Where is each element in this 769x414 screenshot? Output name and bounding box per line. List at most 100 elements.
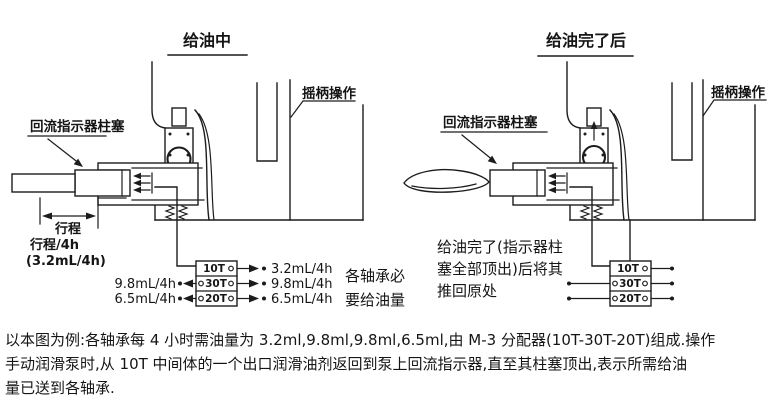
flow-lines bbox=[140, 175, 151, 191]
crank-operation-label: 摇柄操作 bbox=[302, 85, 356, 102]
valve-stem bbox=[171, 107, 187, 127]
output-arrow-icon bbox=[249, 279, 259, 288]
right-diagram-title: 给油完了后 bbox=[546, 31, 626, 50]
flow-arrow-icon bbox=[548, 172, 556, 180]
caption-line2: 手动润滑泵时,从 10T 中间体的一个出口润滑油剂返回到泵上回流指示器,直至其柱… bbox=[5, 355, 687, 373]
flow-arrow-icon bbox=[133, 179, 141, 187]
pointer-arrow-icon bbox=[487, 155, 497, 164]
flow-arrow-icon bbox=[133, 172, 141, 180]
port-hole-icon bbox=[642, 295, 648, 302]
completion-note: 给油完了(指示器柱 塞全部顶出)后将其 推回原处 bbox=[437, 238, 563, 300]
stroke-label: 行程 bbox=[54, 221, 81, 237]
left-plunger-assembly bbox=[11, 162, 205, 206]
left-diagram: 给油中 bbox=[11, 31, 405, 309]
output-dot-icon bbox=[262, 266, 266, 271]
port-hole-icon bbox=[198, 280, 204, 287]
line-dot-icon bbox=[670, 296, 674, 301]
pump-left-wall bbox=[566, 61, 581, 129]
leader-line bbox=[290, 100, 356, 118]
right-outlet-pipe bbox=[569, 186, 611, 267]
output-dot-icon bbox=[178, 296, 182, 301]
flow-lines bbox=[555, 175, 566, 191]
line-dot-icon bbox=[567, 281, 571, 286]
finger-outline bbox=[403, 168, 490, 193]
crank-handle-tube bbox=[256, 82, 278, 162]
port-hole-icon bbox=[612, 295, 618, 302]
output-value: 9.8mL/4h bbox=[115, 277, 176, 292]
pointer-arrow-icon bbox=[73, 158, 83, 167]
stroke-dimension-group: 行程 行程/4h (3.2mL/4h) bbox=[26, 197, 106, 269]
port-hole-icon bbox=[228, 295, 234, 302]
port-30t-label: 30T bbox=[619, 278, 642, 290]
output-arrow-icon bbox=[183, 294, 193, 303]
port-hole-icon bbox=[228, 265, 234, 272]
line-dot-icon bbox=[670, 281, 674, 286]
flow-arrow-icon bbox=[548, 179, 556, 187]
port-10t-label: 10T bbox=[617, 263, 640, 275]
port-hole-icon bbox=[198, 295, 204, 302]
pump-right-contour-inner bbox=[613, 113, 630, 221]
port-20t-label: 20T bbox=[205, 293, 228, 305]
leader-line bbox=[702, 99, 767, 117]
output-value: 6.5mL/4h bbox=[115, 292, 176, 307]
output-value: 6.5mL/4h bbox=[271, 292, 332, 307]
output-dot-icon bbox=[262, 281, 266, 286]
spring-icon bbox=[579, 205, 591, 220]
line-dot-icon bbox=[670, 266, 674, 271]
spring-icon bbox=[164, 205, 176, 220]
note-line2: 塞全部顶出)后将其 bbox=[437, 260, 563, 278]
pump-left-wall bbox=[151, 61, 166, 129]
output-value: 3.2mL/4h bbox=[271, 262, 332, 277]
left-distributor: 10T 30T 20T bbox=[195, 260, 238, 307]
port-hole-icon bbox=[228, 280, 234, 287]
flow-arrow-icon bbox=[133, 186, 141, 194]
pointer-line bbox=[461, 134, 495, 162]
indicator-plunger bbox=[489, 169, 546, 197]
bolt-dot-icon bbox=[601, 132, 605, 136]
port-30t-label: 30T bbox=[205, 278, 228, 290]
up-flow-arrow-icon bbox=[590, 121, 598, 129]
left-diagram-title: 给油中 bbox=[183, 31, 231, 50]
pump-right-contour-outer bbox=[194, 109, 210, 221]
pointer-line bbox=[47, 138, 81, 165]
left-check-valve bbox=[164, 107, 194, 172]
crank-handle-tube bbox=[671, 82, 693, 161]
output-arrow-icon bbox=[249, 264, 259, 273]
pushing-finger-icon bbox=[403, 168, 490, 193]
oil-chamber-lines bbox=[131, 167, 205, 201]
finger-crease-line bbox=[411, 183, 477, 190]
left-distributor-outputs-left: 9.8mL/4h 6.5mL/4h bbox=[115, 277, 197, 307]
output-arrow-icon bbox=[249, 294, 259, 303]
note-line3: 推回原处 bbox=[437, 282, 497, 300]
right-check-valve bbox=[579, 107, 609, 170]
right-distributor: 10T 30T 20T bbox=[609, 260, 652, 307]
line-dot-icon bbox=[567, 296, 571, 301]
port-20t-label: 20T bbox=[619, 293, 642, 305]
output-dot-icon bbox=[262, 296, 266, 301]
bolt-dot-icon bbox=[168, 132, 172, 136]
plunger-rod bbox=[11, 173, 76, 193]
flow-arrow-icon bbox=[548, 186, 556, 194]
right-crank-label-group: 摇柄操作 bbox=[702, 84, 767, 117]
pump-right-contour-inner bbox=[198, 113, 215, 221]
output-value: 9.8mL/4h bbox=[271, 277, 332, 292]
spring-icon bbox=[177, 205, 189, 220]
caption-paragraph: 以本图为例:各轴承每 4 小时需油量为 3.2ml,9.8ml,9.8ml,6.… bbox=[5, 331, 715, 397]
note-line1: 给油完了(指示器柱 bbox=[437, 238, 563, 256]
port-hole-icon bbox=[642, 280, 648, 287]
spring-icon bbox=[592, 205, 604, 220]
dimension-ticks bbox=[39, 197, 99, 229]
caption-line1: 以本图为例:各轴承每 4 小时需油量为 3.2ml,9.8ml,9.8ml,6.… bbox=[5, 331, 715, 349]
left-distributor-outputs-right: 3.2mL/4h 9.8mL/4h 6.5mL/4h bbox=[236, 262, 332, 307]
oil-chamber-lines bbox=[546, 167, 620, 201]
left-plunger-label-group: 回流指示器柱塞 bbox=[27, 118, 125, 167]
bolt-dot-icon bbox=[186, 132, 190, 136]
bearing-note-line2: 要给油量 bbox=[345, 291, 405, 309]
crank-operation-label: 摇柄操作 bbox=[711, 84, 765, 101]
left-pump-body bbox=[151, 61, 364, 221]
caption-line3: 量已送到各轴承. bbox=[5, 379, 115, 397]
distributor-dividers bbox=[195, 275, 238, 292]
stroke-volume-label: (3.2mL/4h) bbox=[26, 254, 106, 269]
